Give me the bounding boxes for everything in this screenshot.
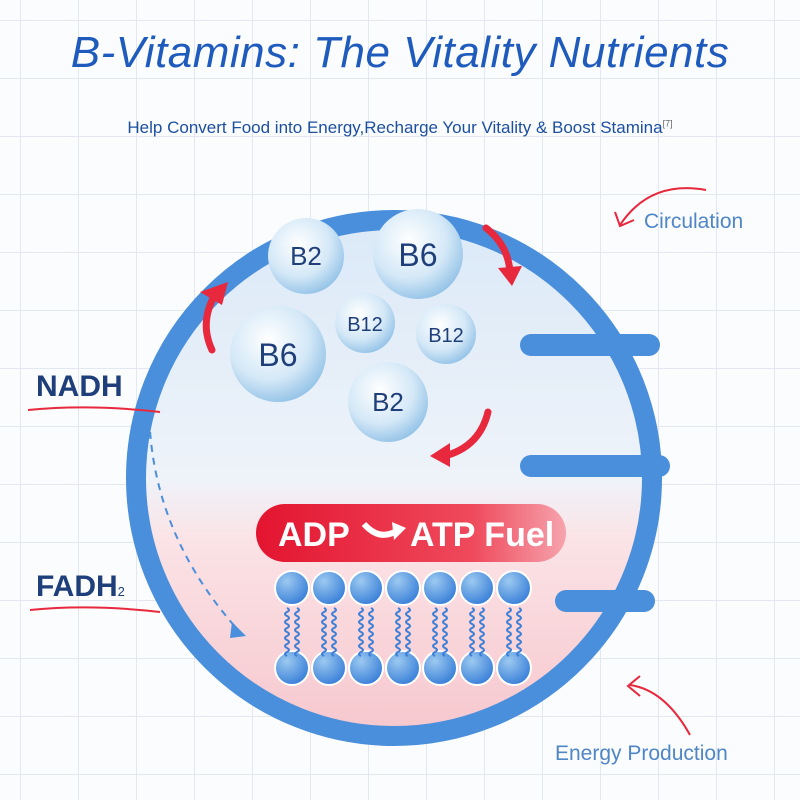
lipid-tail: [469, 607, 475, 657]
lipid-head: [385, 570, 421, 606]
lipid-head: [311, 650, 347, 686]
vitamin-bubbles: B2 B6 B12 B12 B6 B2: [230, 209, 476, 442]
lipid-tail: [479, 607, 485, 657]
bubble-label: B12: [428, 325, 464, 347]
adp-atp-pill: ADP ATP Fuel: [256, 504, 566, 562]
bubble-b6: [230, 306, 326, 402]
bubble-label: B2: [290, 241, 322, 271]
lipid-tail: [432, 607, 438, 657]
subtitle: Help Convert Food into Energy,Recharge Y…: [127, 118, 673, 137]
lipid-head: [422, 650, 458, 686]
lipid-head: [348, 650, 384, 686]
lipid-tail: [395, 607, 401, 657]
lipid-head: [385, 650, 421, 686]
lipid-head: [496, 570, 532, 606]
circulation-label: Circulation: [644, 210, 744, 233]
underlines: [27, 406, 161, 613]
page-title: B-Vitamins: The Vitality Nutrients: [70, 28, 730, 77]
lipid-tail: [321, 607, 327, 657]
lipid-tail: [442, 607, 448, 657]
bubble-label: B2: [372, 387, 404, 417]
bubble-label: B6: [398, 237, 437, 273]
dashed-arrow: [148, 379, 239, 631]
lipid-head: [274, 650, 310, 686]
reference: [7]: [662, 118, 673, 129]
energy-production-label: Energy Production: [555, 742, 728, 765]
lipid-head: [459, 650, 495, 686]
fadh2-label: FADH2: [36, 570, 125, 603]
pointer-arrows: [614, 187, 707, 736]
membrane-folds: [520, 334, 670, 612]
lipid-head: [459, 570, 495, 606]
lipid-bilayer: [274, 570, 532, 686]
lipid-tail: [506, 607, 512, 657]
lipid-head: [422, 570, 458, 606]
lipid-tail: [284, 607, 290, 657]
lipid-tail: [368, 607, 374, 657]
bubble-label: B6: [258, 337, 297, 373]
adp-label: ADP: [278, 516, 350, 554]
lipid-head: [348, 570, 384, 606]
nadh-label: NADH: [36, 370, 123, 403]
bubble-b2: [348, 362, 428, 442]
lipid-head: [274, 570, 310, 606]
lipid-head: [311, 570, 347, 606]
atp-label: ATP Fuel: [410, 516, 554, 554]
lipid-head: [496, 650, 532, 686]
bubble-b2: [268, 218, 344, 294]
lipid-tail: [331, 607, 337, 657]
bubble-b12: [335, 293, 395, 353]
bubble-b6: [373, 209, 463, 299]
bubble-b12: [416, 304, 476, 364]
lipid-tail: [358, 607, 364, 657]
lipid-tail: [294, 607, 300, 657]
bubble-label: B12: [347, 314, 383, 336]
lipid-tail: [405, 607, 411, 657]
lipid-tail: [516, 607, 522, 657]
